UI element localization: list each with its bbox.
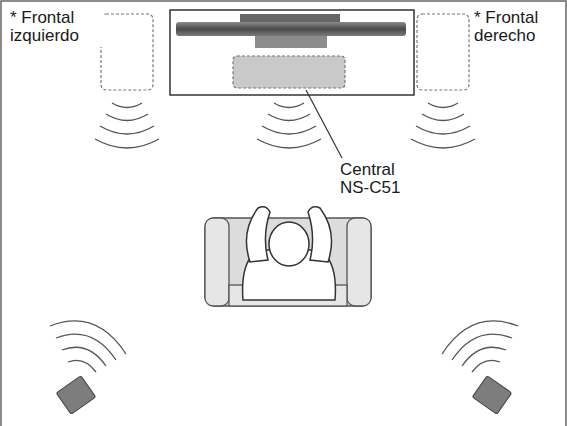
rear-right-speaker xyxy=(442,321,518,414)
sofa xyxy=(205,218,371,306)
tv-back xyxy=(240,14,340,22)
tv-screen xyxy=(176,22,406,36)
front-left-speaker xyxy=(101,14,153,90)
speaker-label: * Frontal izquierdo xyxy=(8,8,104,47)
speaker-label: * Frontal derecho xyxy=(472,8,560,47)
sound-waves xyxy=(95,103,475,148)
tv-stand xyxy=(255,36,327,48)
tv-cabinet xyxy=(170,10,414,95)
front-right-speaker xyxy=(417,14,469,90)
rear-left-speaker xyxy=(50,321,126,414)
center-speaker xyxy=(233,56,345,88)
speaker-label: Central NS-C51 xyxy=(338,160,420,199)
listener xyxy=(243,207,336,300)
leader-line xyxy=(306,90,342,158)
